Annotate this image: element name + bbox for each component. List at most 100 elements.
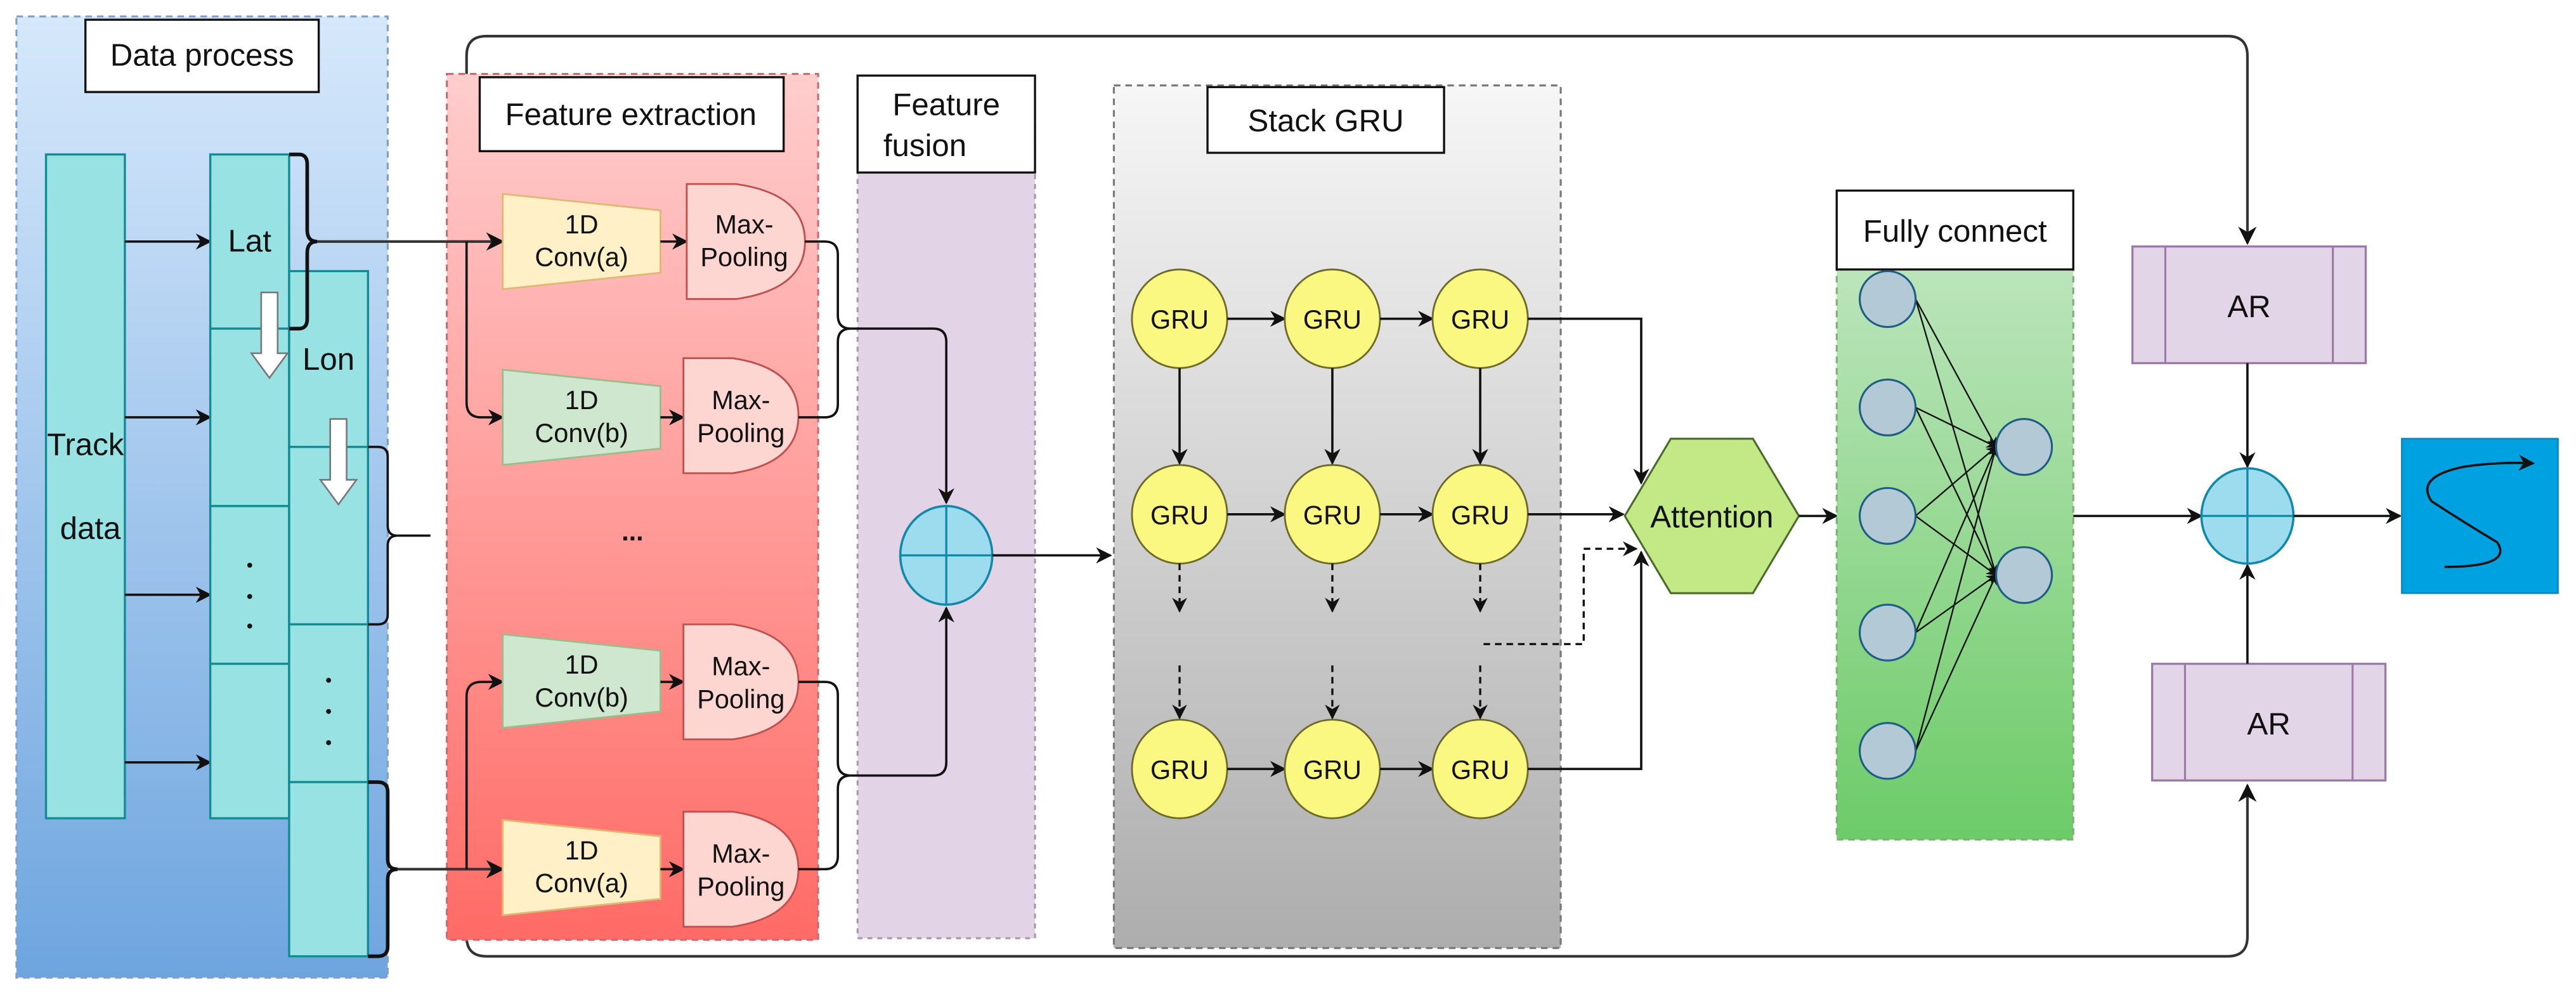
slide-down-arrow-icon	[318, 418, 358, 506]
track-data-column	[44, 153, 126, 819]
svg-text:1D: 1D	[565, 650, 599, 679]
svg-text:Max-: Max-	[712, 651, 770, 681]
svg-text:Conv(b): Conv(b)	[535, 682, 628, 712]
output-trajectory-block	[2401, 438, 2559, 594]
gru-cell: GRU	[1431, 464, 1529, 565]
maxpool-block: Max- Pooling	[682, 357, 800, 474]
fc-input-neuron	[1858, 486, 1917, 545]
conv-a-block: 1D Conv(a)	[502, 193, 661, 291]
stack-gru-panel: Stack GRU GRU GRU GRU GRU GRU GRU GRU GRU GRU	[1112, 84, 1649, 950]
conv-a-block: 1D Conv(a)	[502, 819, 661, 917]
svg-text:Max-: Max-	[712, 385, 770, 415]
attention-block: Attention	[1623, 438, 1800, 594]
data-process-title: Data process	[110, 38, 294, 73]
lon-ellipsis	[326, 677, 331, 745]
fusion-input-bottom	[850, 606, 954, 777]
gru-grid: GRU GRU GRU GRU GRU GRU GRU GRU GRU	[1131, 268, 1529, 819]
fusion-input-top	[850, 327, 954, 505]
svg-text:1D: 1D	[565, 835, 599, 865]
gru-cell: GRU	[1284, 719, 1381, 819]
fc-output-neuron	[1994, 546, 2053, 604]
track-label: Track	[47, 428, 124, 462]
fc-connection	[1915, 574, 1997, 634]
svg-text:GRU: GRU	[1451, 304, 1509, 334]
maxpool-block: Max- Pooling	[682, 623, 800, 741]
svg-text:GRU: GRU	[1303, 304, 1362, 334]
svg-text:Conv(b): Conv(b)	[535, 418, 628, 448]
data-process-title-box	[84, 18, 320, 93]
trajectory-curve-icon	[2426, 454, 2535, 568]
gru-bottom-to-attention	[1528, 550, 1649, 771]
feature-fusion-title-line1: Feature	[892, 87, 1000, 122]
svg-text:GRU: GRU	[1150, 304, 1209, 334]
svg-text:AR: AR	[2247, 707, 2290, 741]
fc-connection	[1915, 407, 1997, 448]
svg-text:Pooling: Pooling	[697, 418, 784, 448]
svg-text:Max-: Max-	[712, 839, 770, 868]
output-sum-icon	[2200, 467, 2295, 565]
feature-fusion-title-box	[856, 74, 1036, 174]
lon-label: Lon	[302, 342, 355, 377]
data-process-panel: Data process Track data Lat	[15, 15, 431, 979]
ar-bottom-block: AR	[2150, 662, 2387, 782]
gru-cell: GRU	[1131, 268, 1228, 369]
fc-input-neuron	[1858, 378, 1917, 437]
fc-input-neuron	[1858, 603, 1917, 662]
gru-cell: GRU	[1431, 268, 1529, 369]
conv-b-block: 1D Conv(b)	[502, 369, 661, 466]
svg-text:Conv(a): Conv(a)	[535, 242, 628, 272]
bottom-skip-line	[465, 783, 2257, 958]
svg-text:Pooling: Pooling	[697, 684, 784, 714]
fc-connection	[1915, 446, 1999, 752]
svg-text:Pooling: Pooling	[697, 872, 784, 901]
fc-network	[1858, 270, 2053, 780]
gru-cell: GRU	[1131, 464, 1228, 565]
skip-connection-lines	[465, 34, 2257, 958]
fc-connection	[1915, 298, 1997, 448]
fully-connect-panel: Fully connect	[1835, 189, 2074, 841]
fc-connection	[1915, 574, 1997, 752]
svg-text:AR: AR	[2227, 289, 2270, 324]
slide-down-arrow-icon	[249, 291, 289, 379]
svg-text:GRU: GRU	[1451, 755, 1509, 785]
fc-connection	[1915, 299, 1999, 577]
gru-cell: GRU	[1131, 719, 1228, 819]
top-skip-line	[465, 34, 2257, 245]
split-to-conv-b-lower	[465, 674, 505, 870]
fc-connection	[1915, 407, 1997, 577]
data-label: data	[60, 511, 121, 546]
svg-text:1D: 1D	[565, 209, 599, 239]
feature-fusion-title-line2: fusion	[883, 128, 966, 163]
fusion-sum-icon	[899, 505, 994, 606]
stack-gru-title: Stack GRU	[1248, 103, 1404, 138]
gru-top-to-attention	[1528, 317, 1649, 485]
fc-input-neuron	[1858, 270, 1917, 329]
feature-extraction-title: Feature extraction	[505, 97, 757, 132]
svg-text:GRU: GRU	[1150, 500, 1209, 530]
svg-text:GRU: GRU	[1451, 500, 1509, 530]
maxpool-block: Max- Pooling	[682, 811, 800, 928]
gru-cell: GRU	[1284, 268, 1381, 369]
fully-connect-title-box	[1835, 189, 2074, 271]
gru-cell: GRU	[1284, 464, 1381, 565]
gru-dashed-to-attention	[1483, 541, 1638, 646]
conv-b-block: 1D Conv(b)	[502, 633, 661, 729]
split-to-conv-b	[465, 241, 505, 426]
svg-text:Conv(a): Conv(a)	[535, 868, 628, 898]
svg-text:GRU: GRU	[1150, 755, 1209, 785]
stack-gru-title-box	[1206, 86, 1445, 154]
lat-column	[209, 153, 290, 819]
fc-output-neuron	[1994, 418, 2053, 476]
lon-column	[288, 270, 369, 958]
gru-cell: GRU	[1431, 719, 1529, 819]
ar-top-block: AR	[2131, 245, 2367, 365]
feature-extraction-panel: Feature extraction 1D Conv(a) Max- Pooli…	[316, 73, 851, 941]
feature-extraction-ellipsis: ...	[621, 516, 644, 546]
svg-text:GRU: GRU	[1303, 755, 1362, 785]
feature-extraction-title-box	[478, 76, 785, 153]
feature-fusion-panel: Feature fusion	[850, 74, 1112, 939]
svg-text:Attention: Attention	[1650, 500, 1773, 535]
fc-connection	[1915, 515, 1997, 576]
lat-ellipsis	[247, 563, 252, 629]
